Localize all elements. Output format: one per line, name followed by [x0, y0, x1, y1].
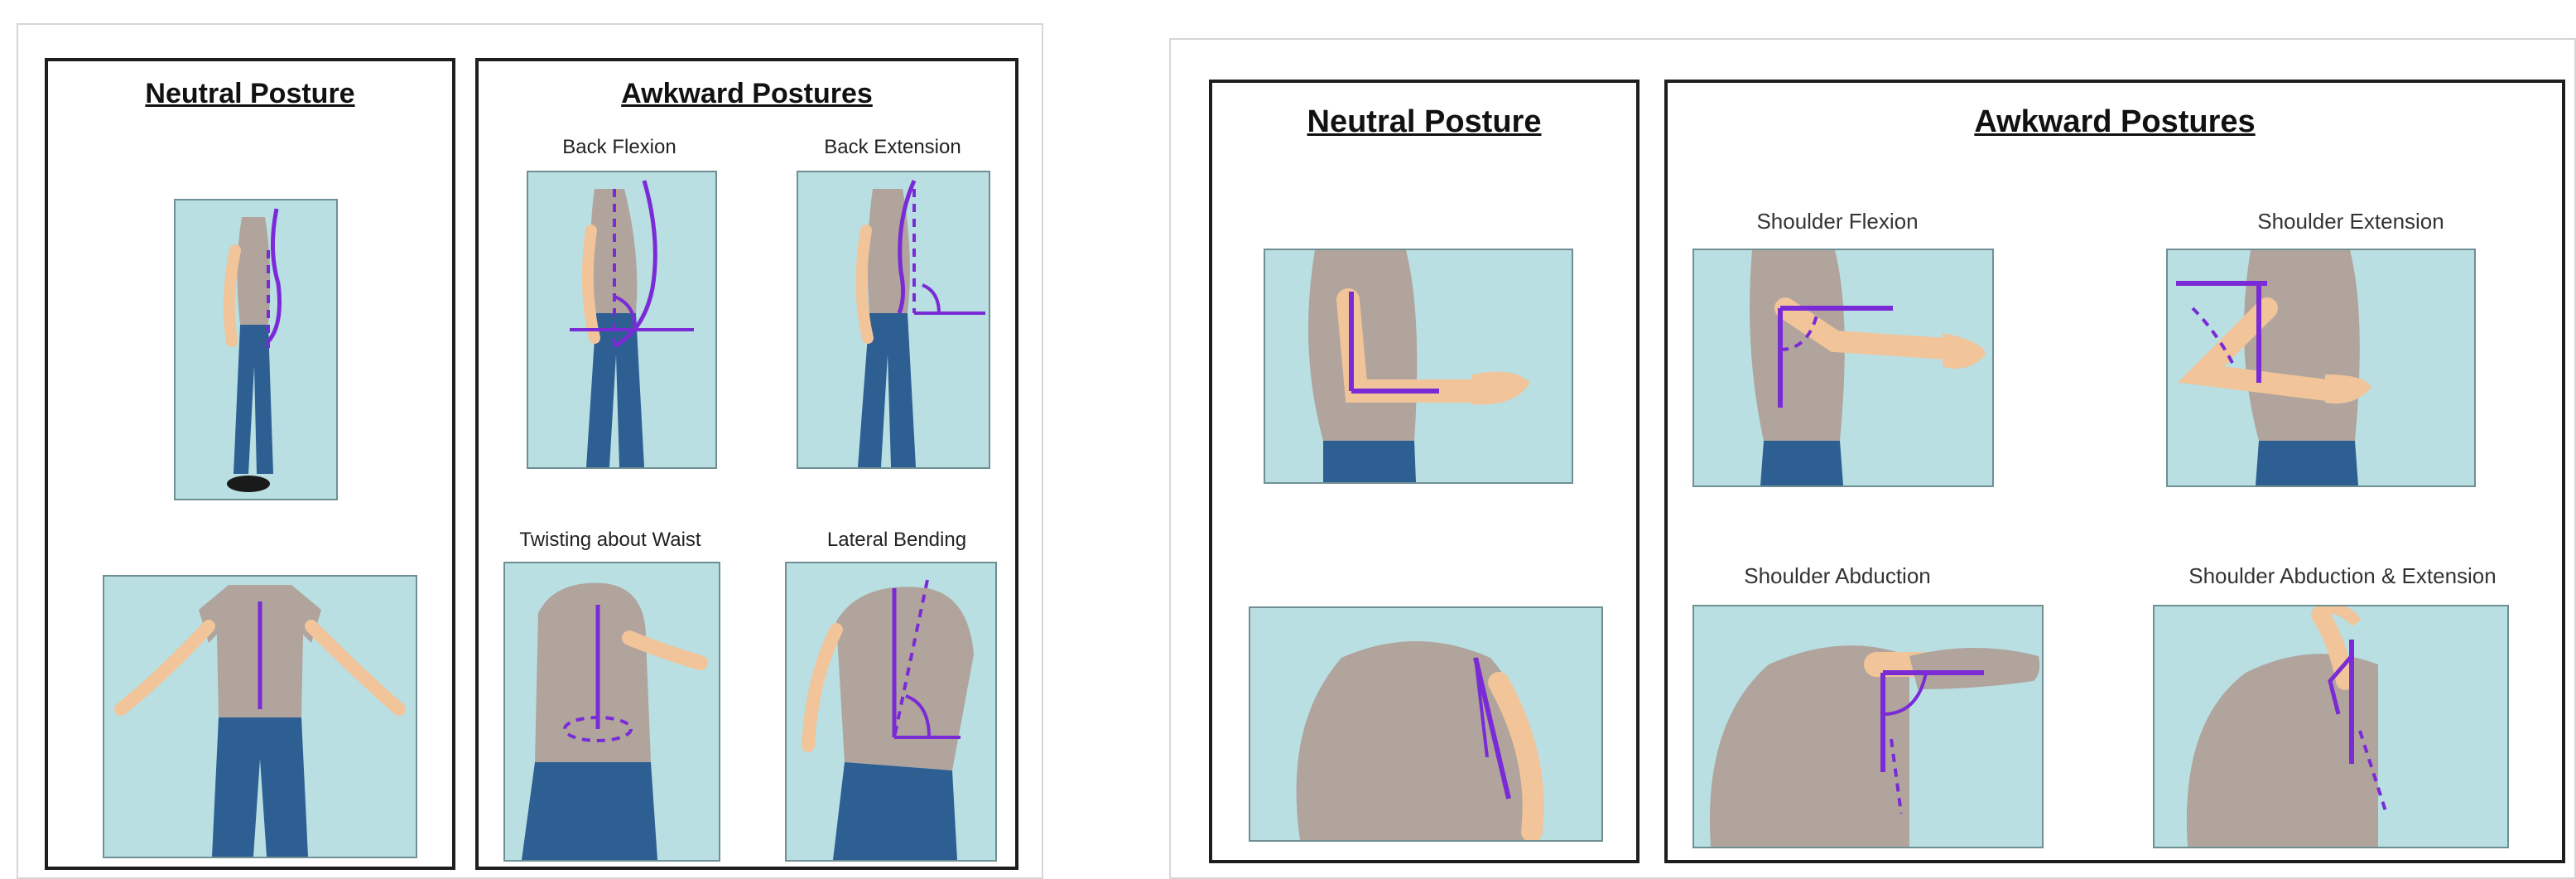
awkward-postures-title: Awkward Postures — [1668, 104, 2562, 140]
shoulder-extension-figure — [2166, 249, 2476, 487]
twisting-figure — [503, 562, 720, 862]
caption-shoulder-flexion: Shoulder Flexion — [1701, 209, 1974, 234]
awkward-postures-title: Awkward Postures — [479, 78, 1015, 110]
figure-arm-back-icon — [1250, 608, 1601, 840]
caption-back-extension: Back Extension — [785, 136, 1000, 159]
figure-shoulder-abduction-icon — [1694, 606, 2042, 847]
caption-shoulder-abduction-and-extension: Shoulder Abduction & Extension — [2123, 563, 2562, 589]
figure-front-standing-icon — [104, 577, 416, 857]
arm-side-figure — [1264, 249, 1573, 484]
lateral-bending-figure — [785, 562, 997, 862]
figure-side-standing-icon — [176, 200, 336, 499]
front-standing-figure — [103, 575, 417, 858]
figure-arm-side-icon — [1265, 250, 1572, 482]
caption-shoulder-abduction: Shoulder Abduction — [1701, 563, 1974, 589]
awkward-postures-panel: Awkward Postures Back Flexion Back Exten… — [475, 58, 1018, 870]
figure-shoulder-flexion-icon — [1694, 250, 1992, 485]
arm-back-figure — [1249, 606, 1603, 842]
figure-shoulder-extension-icon — [2168, 250, 2474, 485]
shoulder-posture-chart: Neutral Posture Awkward Postures Shoulde… — [1169, 38, 2576, 879]
neutral-posture-panel: Neutral Posture — [45, 58, 455, 870]
shoulder-abduction-figure — [1692, 605, 2044, 848]
caption-back-flexion: Back Flexion — [512, 136, 727, 159]
neutral-posture-panel: Neutral Posture — [1209, 80, 1639, 863]
figure-twisting-icon — [505, 563, 719, 860]
shoulder-flexion-figure — [1692, 249, 1994, 487]
neutral-posture-title: Neutral Posture — [48, 78, 452, 110]
figure-lateral-bending-icon — [787, 563, 995, 860]
figure-back-extension-icon — [798, 172, 989, 467]
figure-back-flexion-icon — [528, 172, 715, 467]
side-standing-figure — [174, 199, 338, 500]
caption-shoulder-extension: Shoulder Extension — [2156, 209, 2545, 234]
back-posture-chart: Neutral Posture Awkward Postures — [17, 23, 1043, 879]
shoulder-abduction-extension-figure — [2153, 605, 2509, 848]
awkward-postures-panel: Awkward Postures Shoulder Flexion Should… — [1664, 80, 2565, 863]
neutral-posture-title: Neutral Posture — [1212, 104, 1636, 140]
back-flexion-figure — [527, 171, 717, 469]
caption-twisting-about-waist: Twisting about Waist — [490, 529, 730, 552]
figure-shoulder-abduction-extension-icon — [2155, 606, 2507, 847]
back-extension-figure — [797, 171, 990, 469]
caption-lateral-bending: Lateral Bending — [785, 529, 1009, 552]
